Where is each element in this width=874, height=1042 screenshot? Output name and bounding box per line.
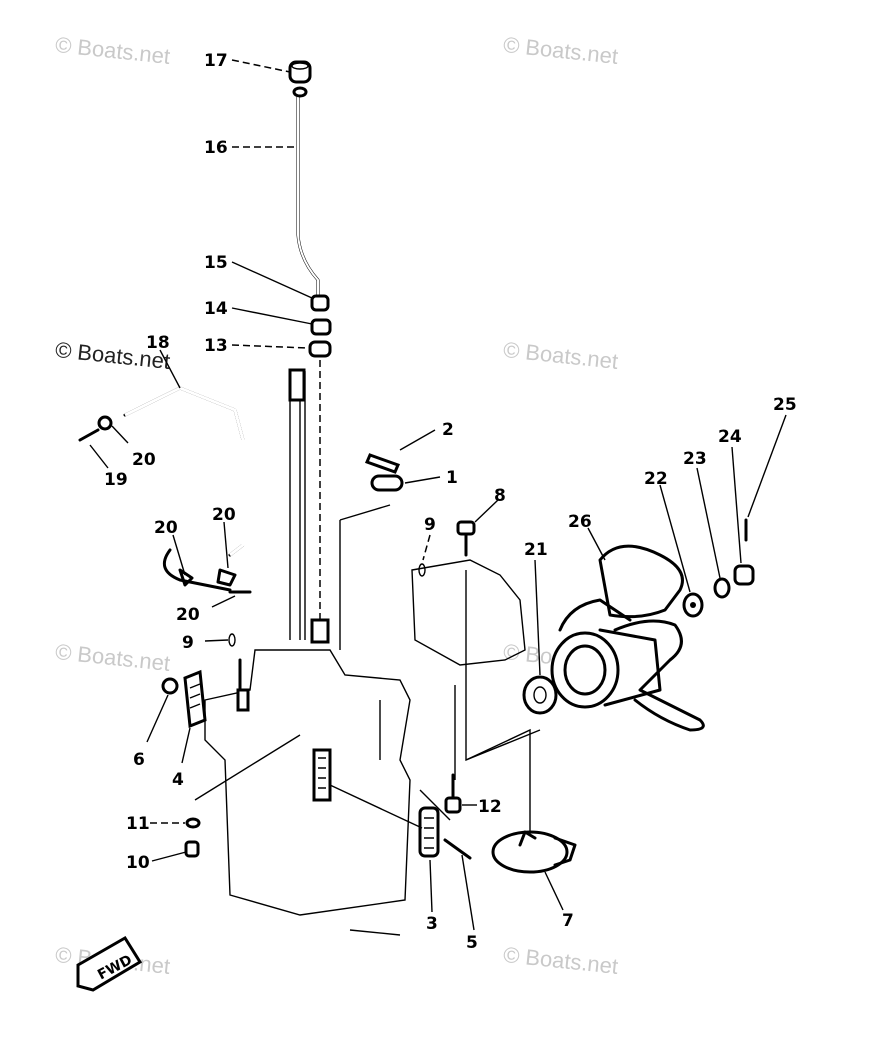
callout-20: 20 <box>176 605 200 625</box>
callout-8: 8 <box>494 486 506 506</box>
clip-20 <box>97 415 113 431</box>
callout-14: 14 <box>204 299 228 319</box>
callout-3: 3 <box>426 914 438 934</box>
bolt-8 <box>456 520 476 557</box>
bolt-10 <box>184 840 200 858</box>
callout-labels: 17 16 15 14 13 18 20 19 2 1 8 9 20 20 20… <box>104 51 797 953</box>
seal-1 <box>370 474 404 492</box>
callout-1: 1 <box>446 468 458 488</box>
callout-19: 19 <box>104 470 128 490</box>
grommet-13 <box>308 340 332 358</box>
grommet-6 <box>161 677 179 695</box>
callout-2: 2 <box>442 420 454 440</box>
callout-13: 13 <box>204 336 228 356</box>
grommet-17 <box>288 60 312 84</box>
callout-21: 21 <box>524 540 548 560</box>
screw-19 <box>78 428 100 442</box>
hose-18 <box>123 386 245 592</box>
callout-24: 24 <box>718 427 742 447</box>
callout-20: 20 <box>154 518 178 538</box>
washer-23 <box>713 577 731 599</box>
callout-11: 11 <box>126 814 150 834</box>
callout-5: 5 <box>466 933 478 953</box>
forward-arrow: FWD <box>76 935 143 992</box>
bolt-12 <box>444 773 462 814</box>
callout-20: 20 <box>212 505 236 525</box>
callout-10: 10 <box>126 853 150 873</box>
leader-lines <box>89 59 787 931</box>
callout-7: 7 <box>562 911 574 931</box>
callout-20: 20 <box>132 450 156 470</box>
propeller-26 <box>550 544 705 732</box>
nut-24 <box>733 564 755 586</box>
trim-tab-7 <box>465 728 577 874</box>
callout-18: 18 <box>146 333 170 353</box>
water-tube-16 <box>292 86 320 297</box>
lower-unit-housing <box>204 375 526 936</box>
drive-shaft-tube <box>288 360 330 644</box>
callout-15: 15 <box>204 253 228 273</box>
callout-12: 12 <box>478 797 502 817</box>
thrust-washer-21 <box>522 675 558 715</box>
anode-3 <box>418 806 440 858</box>
grommet-14 <box>310 318 332 336</box>
washer-22 <box>682 592 704 618</box>
callout-26: 26 <box>568 512 592 532</box>
hose-clips <box>178 568 252 712</box>
washer-11 <box>185 817 201 829</box>
callout-9: 9 <box>182 633 194 653</box>
callout-25: 25 <box>773 395 797 415</box>
callout-4: 4 <box>172 770 184 790</box>
pin-9a <box>418 563 426 577</box>
callout-6: 6 <box>133 750 145 770</box>
cover-4 <box>183 669 207 729</box>
callout-23: 23 <box>683 449 707 469</box>
screw-5 <box>443 838 472 860</box>
plate-2 <box>364 453 401 474</box>
callout-16: 16 <box>204 138 228 158</box>
callout-9: 9 <box>424 515 436 535</box>
grommet-15 <box>310 294 330 312</box>
callout-17: 17 <box>204 51 228 71</box>
callout-22: 22 <box>644 469 668 489</box>
grille-plate <box>312 748 423 829</box>
